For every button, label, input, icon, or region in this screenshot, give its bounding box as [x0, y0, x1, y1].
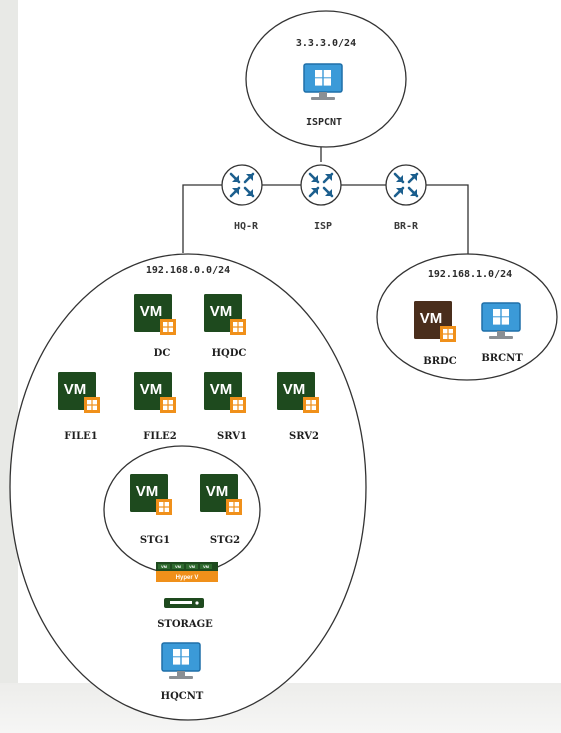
router-br-label: BR-R: [394, 221, 419, 232]
vm-brdc-label: BRDC: [423, 356, 456, 367]
br-network-ellipse: [376, 253, 558, 381]
vm-file1-icon: [58, 372, 100, 413]
vm-hqdc-label: HQDC: [212, 348, 247, 359]
vm-srv1-icon: [204, 372, 246, 413]
ispcnt-label: ISPCNT: [306, 117, 342, 128]
hqcnt-label: HQCNT: [161, 691, 204, 702]
link-brr-brnet: [426, 184, 469, 254]
router-isp-label: ISP: [314, 221, 332, 232]
brcnt-label: BRCNT: [481, 353, 523, 364]
router-isp-icon: [299, 163, 343, 207]
vm-dc-label: DC: [154, 348, 171, 359]
vm-file2-icon: [134, 372, 176, 413]
hyperv-vm-tag-1: VM: [161, 564, 168, 569]
vm-stg2-icon: [200, 474, 242, 515]
hyperv-vm-tag-4: VM: [203, 564, 210, 569]
storage-label: STORAGE: [157, 619, 213, 630]
vm-stg2-label: STG2: [210, 535, 240, 546]
vm-srv1-label: SRV1: [217, 431, 247, 442]
vm-dc-icon: [134, 294, 176, 335]
vm-srv2-icon: [277, 372, 319, 413]
vm-stg1-icon: [130, 474, 172, 515]
vm-stg1-label: STG1: [140, 535, 170, 546]
hq-subnet-label: 192.168.0.0/24: [146, 265, 230, 276]
isp-subnet-label: 3.3.3.0/24: [296, 38, 356, 49]
br-subnet-label: 192.168.1.0/24: [428, 269, 512, 280]
vm-hqdc-icon: [204, 294, 246, 335]
hyperv-host-icon: VM VM VM VM Hyper V: [156, 562, 218, 582]
router-hq-icon: [220, 163, 264, 207]
connection-lines: [182, 147, 469, 254]
router-hq-label: HQ-R: [234, 221, 259, 232]
bottom-band: [0, 683, 561, 733]
vm-brdc-icon: [414, 301, 456, 342]
hyperv-label: Hyper V: [176, 575, 199, 581]
left-sidebar-strip: [0, 0, 18, 733]
router-br-icon: [384, 163, 428, 207]
vm-file2-label: FILE2: [143, 431, 176, 442]
link-hqr-hqnet: [182, 184, 222, 253]
vm-srv2-label: SRV2: [289, 431, 319, 442]
vm-file1-label: FILE1: [64, 431, 97, 442]
hyperv-vm-tag-2: VM: [175, 564, 182, 569]
storage-server-icon: [164, 598, 204, 608]
hyperv-vm-tag-3: VM: [189, 564, 196, 569]
